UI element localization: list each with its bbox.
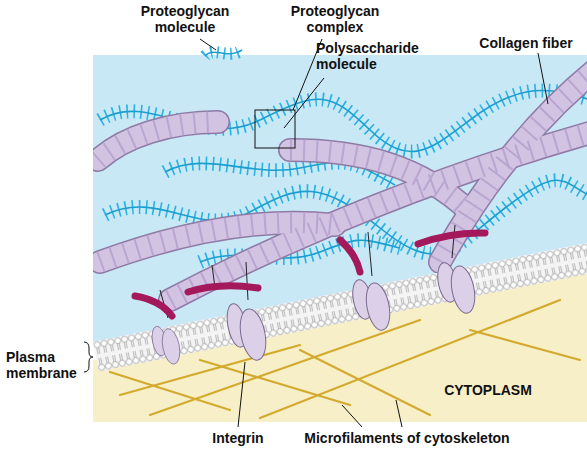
inset-box [255,110,295,148]
region-label: CYTOPLASM [436,381,540,399]
part-label: Collagen fiber [470,35,582,51]
part-label: Integrin [200,430,276,446]
part-label: Plasma membrane [6,349,84,381]
part-label: Proteoglycan molecule [130,3,240,35]
part-label: Microfilaments of cytoskeleton [282,430,532,446]
part-label: Proteoglycan complex [280,3,390,35]
plasma-membrane [93,240,587,371]
leader-lines [200,39,548,427]
integrins [150,258,479,367]
membrane-bracket [84,342,93,372]
proteoglycan-molecule [205,50,242,56]
part-label: Polysaccharide molecule [316,40,440,72]
